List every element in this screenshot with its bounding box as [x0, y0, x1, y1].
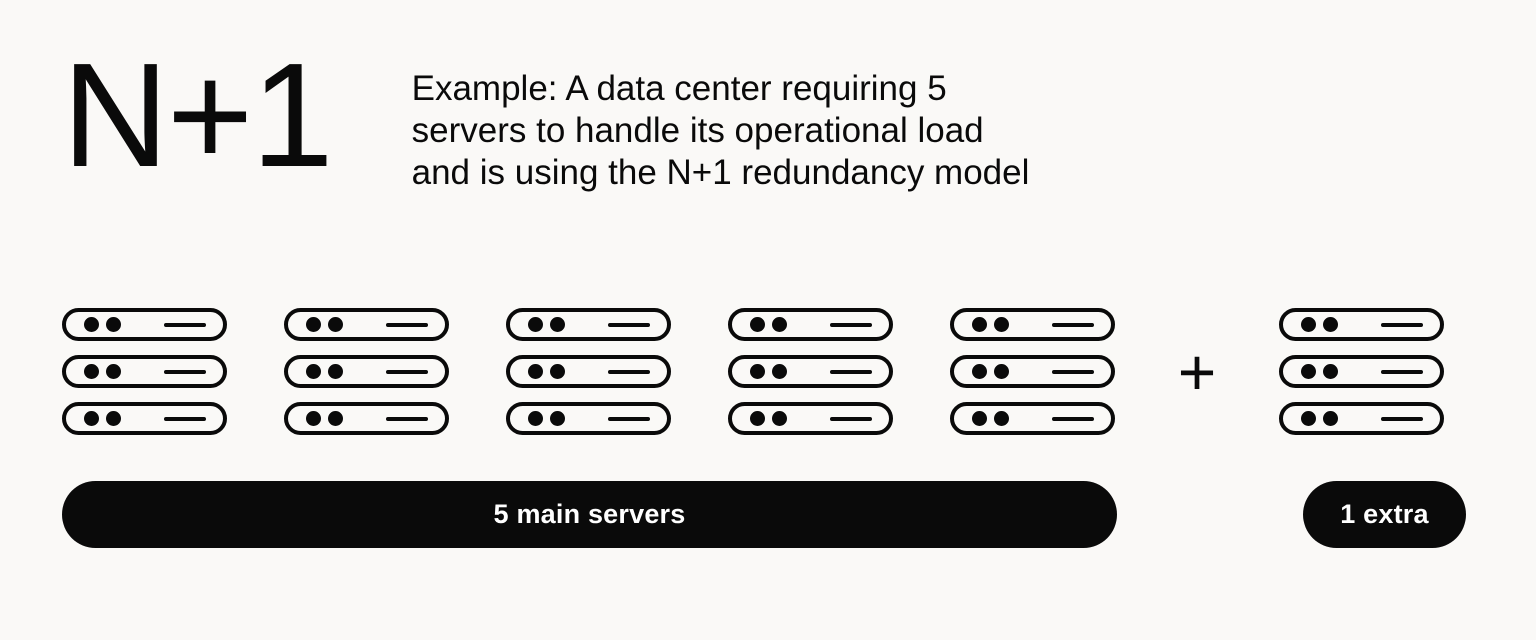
- plus-operator-icon: +: [1177, 334, 1217, 409]
- slot-line-icon: [386, 416, 428, 421]
- led-indicator-icon: [772, 317, 787, 332]
- server-unit: [62, 308, 227, 341]
- server-unit: [728, 308, 893, 341]
- header: N+1 Example: A data center requiring 5 s…: [62, 42, 1030, 194]
- led-indicator-icon: [1323, 364, 1338, 379]
- led-indicator-icon: [528, 364, 543, 379]
- led-indicator-icon: [772, 364, 787, 379]
- led-indicator-icon: [994, 364, 1009, 379]
- slot-line-icon: [830, 416, 872, 421]
- led-indicator-icon: [772, 411, 787, 426]
- servers-row: +: [62, 306, 1444, 437]
- led-indicator-icon: [84, 317, 99, 332]
- led-indicator-icon: [328, 364, 343, 379]
- led-indicator-icon: [972, 364, 987, 379]
- led-indicator-icon: [550, 411, 565, 426]
- server-unit: [284, 308, 449, 341]
- server-unit: [284, 355, 449, 388]
- description-text: Example: A data center requiring 5 serve…: [411, 69, 1030, 192]
- led-indicator-icon: [1301, 411, 1316, 426]
- led-indicator-icon: [1301, 364, 1316, 379]
- slot-line-icon: [164, 416, 206, 421]
- slot-line-icon: [1381, 369, 1423, 374]
- led-indicator-icon: [106, 364, 121, 379]
- server-unit: [506, 308, 671, 341]
- server-unit: [62, 355, 227, 388]
- slot-line-icon: [1052, 416, 1094, 421]
- extra-server-label: 1 extra: [1303, 481, 1466, 548]
- server-unit: [728, 402, 893, 435]
- server-unit: [1279, 308, 1444, 341]
- server-unit: [284, 402, 449, 435]
- slot-line-icon: [386, 369, 428, 374]
- server-stack-1: [62, 308, 227, 435]
- led-indicator-icon: [306, 364, 321, 379]
- led-indicator-icon: [750, 364, 765, 379]
- slot-line-icon: [164, 369, 206, 374]
- led-indicator-icon: [550, 364, 565, 379]
- slot-line-icon: [608, 416, 650, 421]
- led-indicator-icon: [306, 411, 321, 426]
- led-indicator-icon: [972, 411, 987, 426]
- slot-line-icon: [1052, 369, 1094, 374]
- server-unit: [728, 355, 893, 388]
- led-indicator-icon: [1323, 411, 1338, 426]
- led-indicator-icon: [994, 411, 1009, 426]
- server-unit: [950, 355, 1115, 388]
- led-indicator-icon: [528, 411, 543, 426]
- slot-line-icon: [1381, 416, 1423, 421]
- led-indicator-icon: [1301, 317, 1316, 332]
- slot-line-icon: [608, 322, 650, 327]
- server-stack-5: [950, 308, 1115, 435]
- led-indicator-icon: [750, 317, 765, 332]
- server-unit: [950, 402, 1115, 435]
- led-indicator-icon: [328, 411, 343, 426]
- led-indicator-icon: [528, 317, 543, 332]
- server-stack-4: [728, 308, 893, 435]
- server-stack-3: [506, 308, 671, 435]
- led-indicator-icon: [550, 317, 565, 332]
- led-indicator-icon: [106, 317, 121, 332]
- led-indicator-icon: [306, 317, 321, 332]
- slot-line-icon: [608, 369, 650, 374]
- led-indicator-icon: [750, 411, 765, 426]
- led-indicator-icon: [84, 411, 99, 426]
- server-unit: [1279, 355, 1444, 388]
- slot-line-icon: [164, 322, 206, 327]
- server-unit: [950, 308, 1115, 341]
- page-title: N+1: [62, 33, 334, 198]
- led-indicator-icon: [328, 317, 343, 332]
- led-indicator-icon: [84, 364, 99, 379]
- server-unit: [506, 402, 671, 435]
- server-unit: [506, 355, 671, 388]
- led-indicator-icon: [1323, 317, 1338, 332]
- server-unit: [62, 402, 227, 435]
- slot-line-icon: [386, 322, 428, 327]
- main-servers-label: 5 main servers: [62, 481, 1117, 548]
- led-indicator-icon: [994, 317, 1009, 332]
- led-indicator-icon: [972, 317, 987, 332]
- led-indicator-icon: [106, 411, 121, 426]
- server-stack-2: [284, 308, 449, 435]
- server-stack-extra: [1279, 308, 1444, 435]
- slot-line-icon: [1052, 322, 1094, 327]
- server-unit: [1279, 402, 1444, 435]
- slot-line-icon: [830, 322, 872, 327]
- slot-line-icon: [830, 369, 872, 374]
- slot-line-icon: [1381, 322, 1423, 327]
